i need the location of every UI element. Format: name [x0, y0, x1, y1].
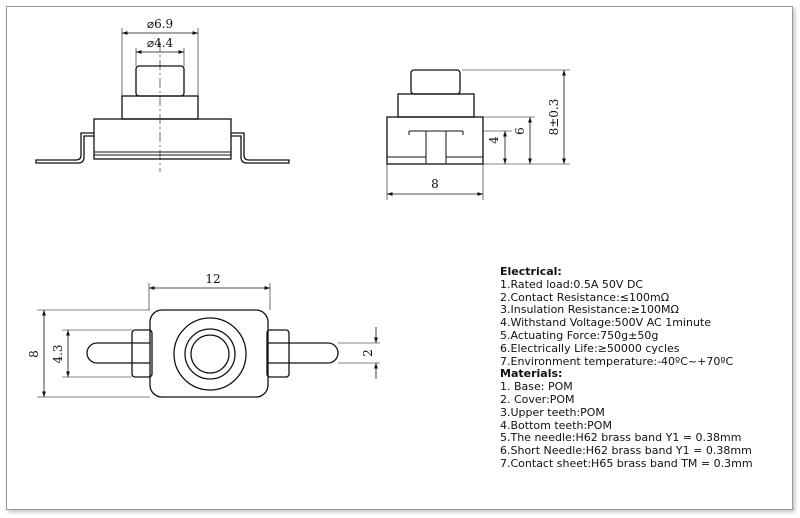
electrical-item: 2.Contact Resistance:≤100mΩ: [500, 290, 670, 304]
dim-side-width: 8: [431, 177, 439, 191]
dim-bottom-pin-span: 4.3: [51, 344, 65, 363]
materials-heading: Materials:: [500, 367, 563, 381]
dim-top-outer-diameter: ⌀6.9: [147, 17, 173, 31]
electrical-item: 4.Withstand Voltage:500V AC 1minute: [500, 316, 711, 330]
electrical-item: 6.Electrically Life:≥50000 cycles: [500, 341, 680, 355]
materials-item: 7.Contact sheet:H65 brass band TM = 0.3m…: [500, 456, 753, 470]
materials-item: 3.Upper teeth:POM: [500, 405, 605, 419]
dim-bottom-pin-width: 2: [361, 349, 375, 357]
materials-item: 6.Short Needle:H62 brass band Y1 = 0.38m…: [500, 444, 752, 458]
dim-bottom-height: 8: [27, 350, 41, 358]
electrical-heading: Electrical:: [500, 265, 562, 278]
electrical-item: 3.Insulation Resistance:≥100MΩ: [500, 303, 679, 317]
bottom-view: [37, 283, 380, 398]
materials-item: 2. Cover:POM: [500, 392, 575, 406]
dim-side-height-inner: 4: [487, 136, 501, 144]
materials-item: 1. Base: POM: [500, 380, 573, 394]
drawing-border: [6, 6, 793, 510]
front-view: [35, 28, 290, 172]
side-view: [386, 69, 570, 200]
electrical-item: 1.Rated load:0.5A 50V DC: [500, 277, 644, 291]
electrical-item: 5.Actuating Force:750g±50g: [500, 328, 659, 342]
spec-sheet: Electrical: 1.Rated load:0.5A 50V DC 2.C…: [500, 265, 790, 471]
dim-top-inner-diameter: ⌀4.4: [147, 36, 174, 50]
materials-item: 4.Bottom teeth:POM: [500, 418, 612, 432]
dim-side-height-mid: 6: [513, 127, 527, 135]
dim-side-height-total: 8±0.3: [547, 99, 561, 136]
dim-bottom-width: 12: [205, 272, 220, 286]
materials-item: 5.The needle:H62 brass band Y1 = 0.38mm: [500, 431, 742, 445]
electrical-item: 7.Environment temperature:-40ºC~+70ºC: [500, 354, 734, 368]
